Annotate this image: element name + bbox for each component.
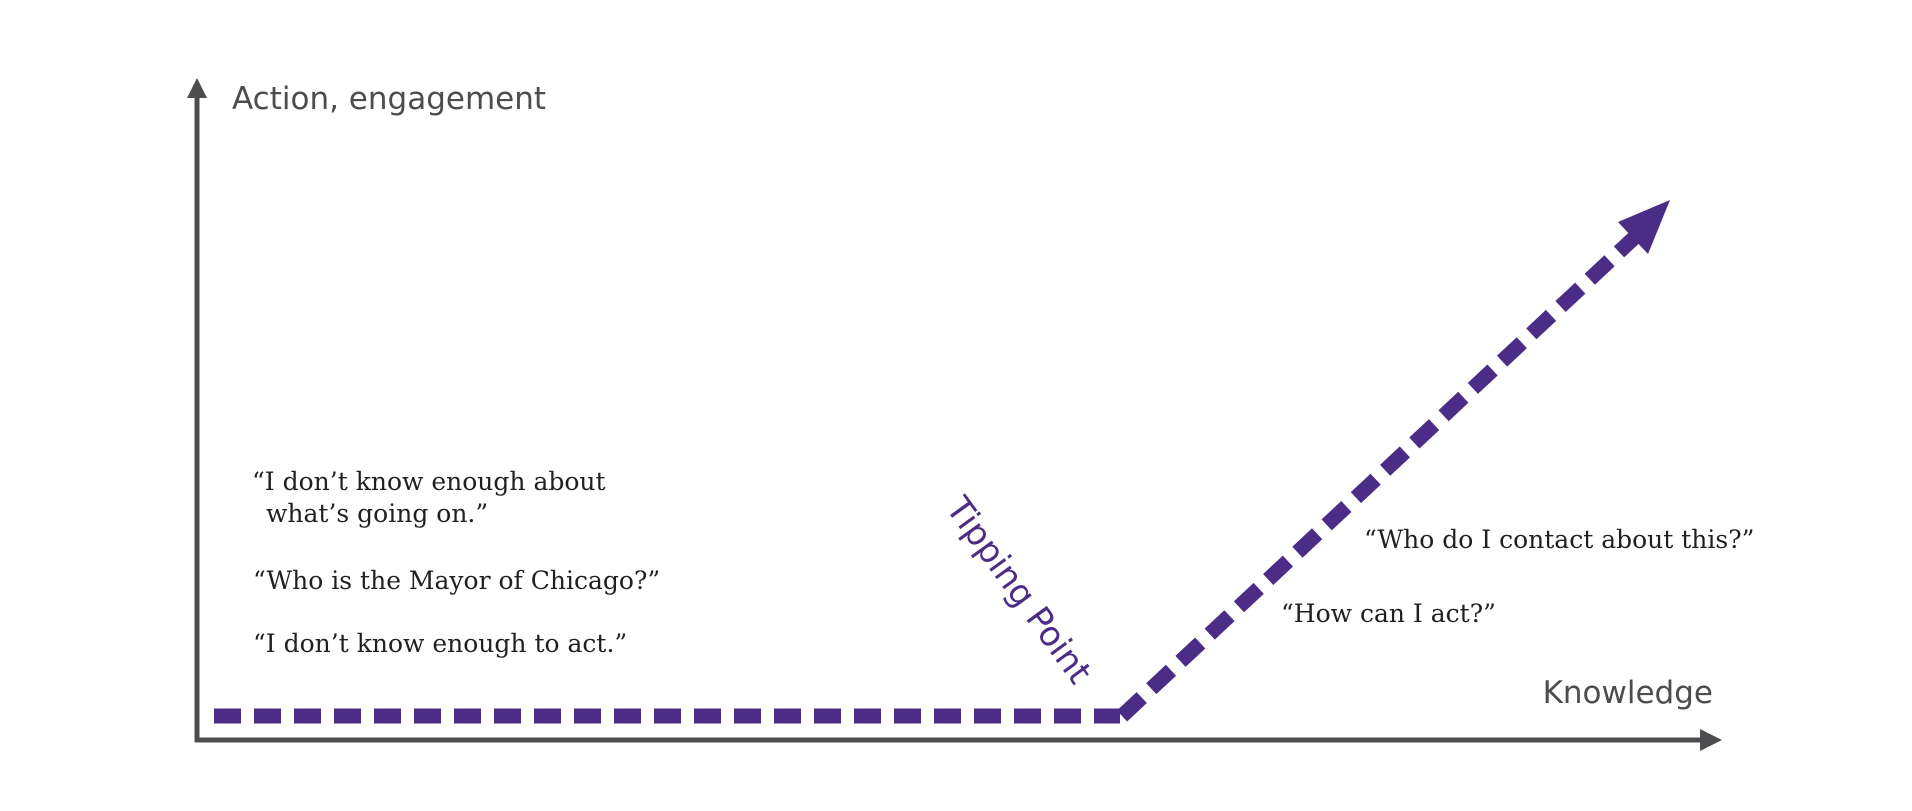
y-axis-arrowhead <box>187 78 207 98</box>
y-axis-label: Action, engagement <box>232 81 546 117</box>
x-axis-arrowhead <box>1700 729 1722 751</box>
x-axis-label: Knowledge <box>1543 675 1713 711</box>
quote-dont-know-enough-line1: “I don’t know enough about <box>252 467 606 496</box>
quote-who-do-i-contact: “Who do I contact about this?” <box>1364 525 1754 554</box>
tipping-point-label: Tipping Point <box>937 489 1099 691</box>
quote-how-can-i-act: “How can I act?” <box>1281 599 1496 628</box>
quote-dont-know-enough-to-act: “I don’t know enough to act.” <box>253 629 627 658</box>
rising-arrowhead <box>1618 200 1670 254</box>
quote-mayor-of-chicago: “Who is the Mayor of Chicago?” <box>253 566 660 595</box>
quote-dont-know-enough-line2: what’s going on.” <box>266 499 488 528</box>
rising-dashed-segment <box>1116 231 1641 722</box>
